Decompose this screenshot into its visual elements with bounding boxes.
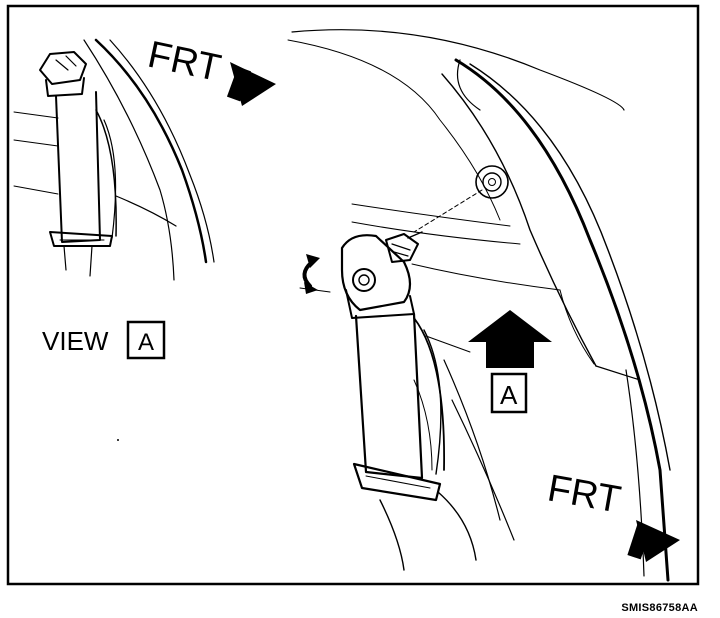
view-a-box bbox=[126, 320, 166, 360]
rotate-icon bbox=[302, 254, 320, 294]
block-arrow-up-icon bbox=[468, 310, 552, 368]
frt-label-top: FRT bbox=[144, 34, 276, 106]
frt-bottom-text: FRT bbox=[544, 468, 623, 522]
speck bbox=[117, 439, 119, 441]
view-a-letter: A bbox=[138, 329, 154, 356]
view-a-word: VIEW bbox=[42, 326, 109, 356]
view-a-detail bbox=[13, 38, 215, 281]
frt-top-text: FRT bbox=[144, 34, 224, 90]
figure-frame bbox=[6, 4, 700, 586]
arrow-a-letter: A bbox=[500, 380, 518, 410]
view-a-label: VIEW A bbox=[42, 320, 166, 360]
figure-code: SMIS86758AA bbox=[621, 602, 698, 614]
arrow-a-box bbox=[490, 372, 528, 414]
b-pillar-trim bbox=[287, 29, 671, 582]
seat-belt-anchor bbox=[340, 231, 515, 571]
view-direction-arrow: A bbox=[468, 310, 552, 414]
